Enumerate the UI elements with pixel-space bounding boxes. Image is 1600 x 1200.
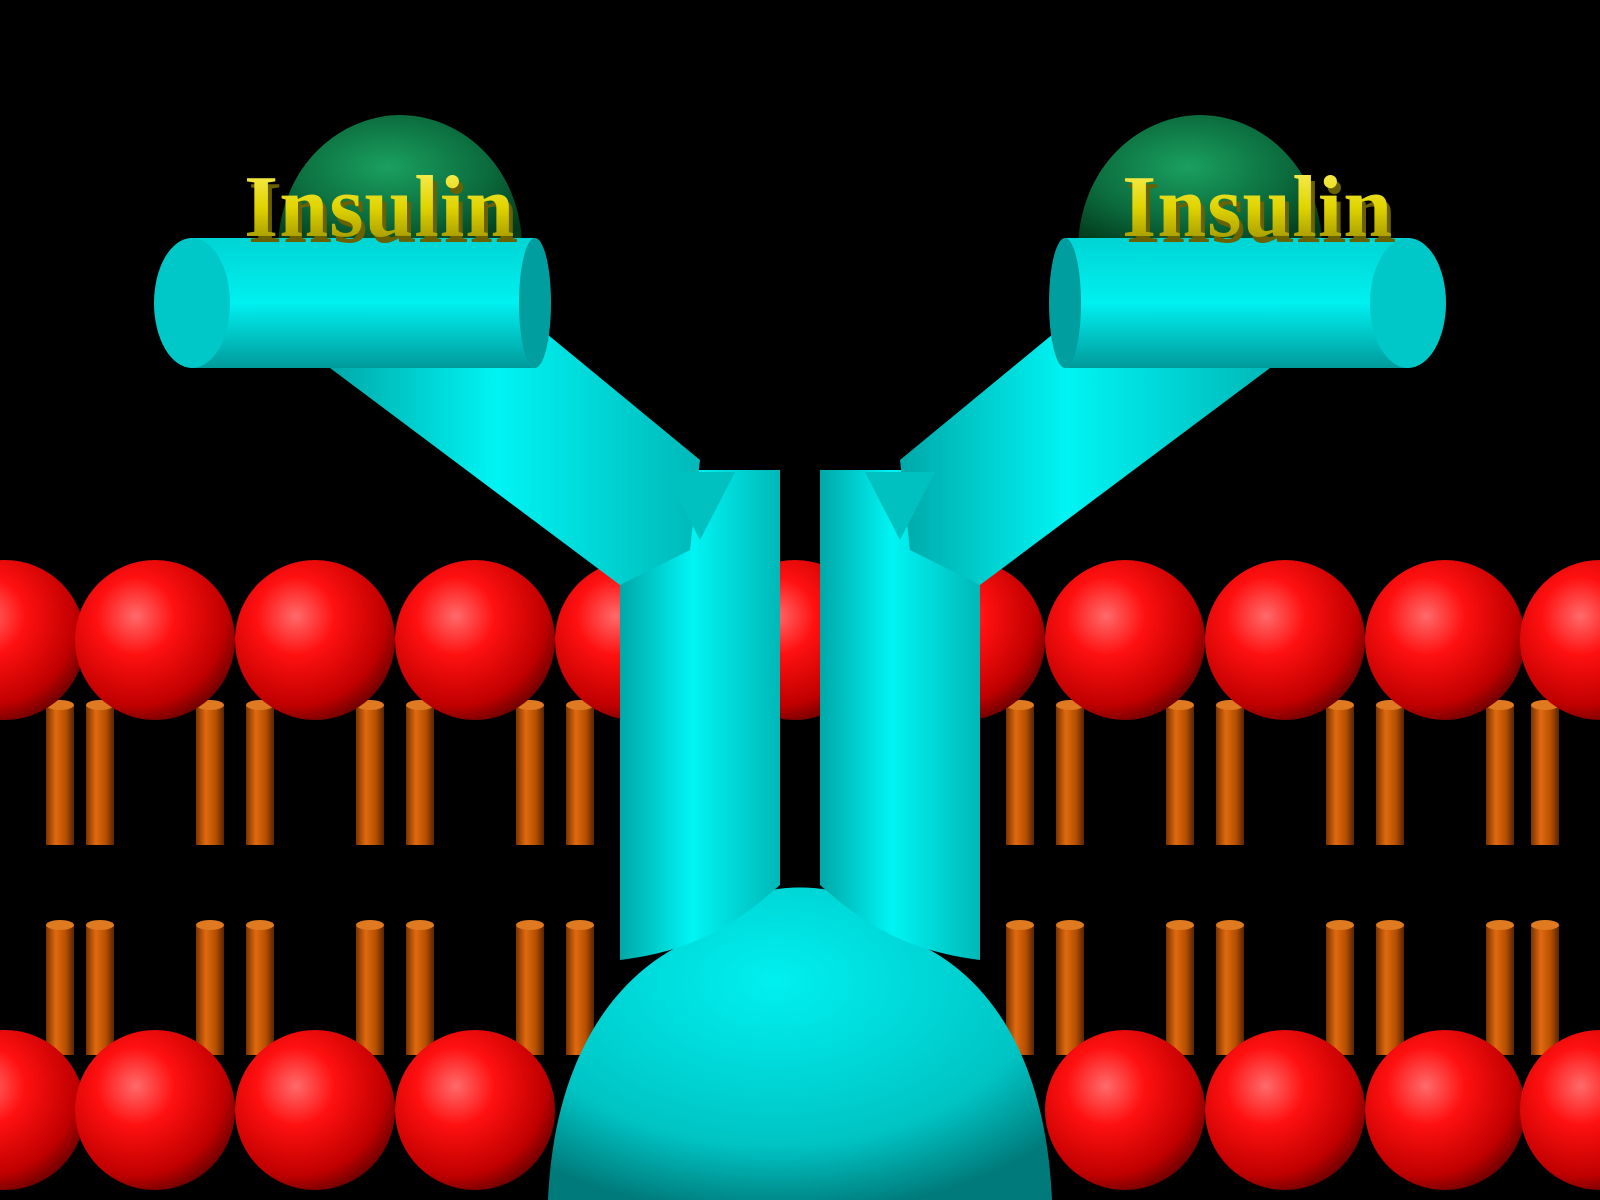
lipid-tail-lower-9-1-cap xyxy=(1486,920,1514,930)
lipid-head-upper-9 xyxy=(1365,560,1525,720)
lipid-tail-lower-6-1-cap xyxy=(1006,920,1034,930)
lipid-head-lower-7 xyxy=(1045,1030,1205,1190)
lipid-tail-lower-4-0-cap xyxy=(566,920,594,930)
lipid-tails xyxy=(46,700,1559,1055)
lipid-tail-lower-0-1 xyxy=(46,925,74,1055)
lipid-head-lower-10 xyxy=(1520,1030,1600,1190)
insulin-label-left: Insulin xyxy=(248,165,519,262)
lipid-head-upper-3 xyxy=(395,560,555,720)
lipid-tail-upper-0-1 xyxy=(46,705,74,845)
receptor-left-binding-bar xyxy=(154,238,551,368)
lipid-tail-lower-2-0-cap xyxy=(246,920,274,930)
lipid-tail-lower-1-0-cap xyxy=(86,920,114,930)
lipid-head-lower-9 xyxy=(1365,1030,1525,1190)
lipid-tail-upper-9-1 xyxy=(1486,705,1514,845)
insulin-receptor xyxy=(330,320,1270,1200)
lipid-tail-lower-7-0-cap xyxy=(1056,920,1084,930)
insulin-label-right: Insulin xyxy=(1126,165,1397,262)
lipid-head-lower-0 xyxy=(0,1030,85,1190)
receptor-right-column xyxy=(820,470,980,960)
lipid-tail-lower-8-0 xyxy=(1216,925,1244,1055)
insulin-label-right-face: Insulin xyxy=(1122,159,1393,256)
lipid-tail-upper-1-1 xyxy=(196,705,224,845)
receptor-joint-right xyxy=(865,472,935,540)
lipid-tail-lower-10-0-cap xyxy=(1531,920,1559,930)
lipid-tail-lower-3-0-cap xyxy=(406,920,434,930)
lipid-tail-lower-3-1 xyxy=(516,925,544,1055)
lipid-tail-upper-4-0 xyxy=(566,705,594,845)
lipid-tail-lower-1-1-cap xyxy=(196,920,224,930)
receptor-right-arm xyxy=(900,320,1270,585)
insulin-left xyxy=(278,115,522,245)
lipid-heads-lower xyxy=(0,1030,1600,1190)
lipid-head-upper-2 xyxy=(235,560,395,720)
lipid-tail-lower-7-0 xyxy=(1056,925,1084,1055)
lipid-head-upper-10 xyxy=(1520,560,1600,720)
lipid-tail-lower-4-0 xyxy=(566,925,594,1055)
insulin-sphere-right xyxy=(1078,115,1322,245)
lipid-tail-upper-3-1 xyxy=(516,705,544,845)
insulin-sphere-left xyxy=(278,115,522,245)
receptor-base xyxy=(548,887,1052,1200)
lipid-tail-lower-10-0 xyxy=(1531,925,1559,1055)
lipid-tail-upper-7-1 xyxy=(1166,705,1194,845)
lipid-tail-upper-8-0 xyxy=(1216,705,1244,845)
lipid-head-lower-1 xyxy=(75,1030,235,1190)
lipid-tail-lower-8-1 xyxy=(1326,925,1354,1055)
insulin-label-left-face: Insulin xyxy=(244,159,515,256)
lipid-tail-upper-8-1 xyxy=(1326,705,1354,845)
insulin-right xyxy=(1078,115,1322,245)
lipid-tail-lower-9-1 xyxy=(1486,925,1514,1055)
lipid-head-lower-8 xyxy=(1205,1030,1365,1190)
lipid-tail-upper-1-0 xyxy=(86,705,114,845)
lipid-tail-upper-3-0 xyxy=(406,705,434,845)
lipid-tail-lower-7-1-cap xyxy=(1166,920,1194,930)
lipid-tail-lower-1-0 xyxy=(86,925,114,1055)
lipid-tail-upper-7-0 xyxy=(1056,705,1084,845)
lipid-tail-upper-9-0 xyxy=(1376,705,1404,845)
lipid-tail-lower-0-1-cap xyxy=(46,920,74,930)
lipid-head-upper-8 xyxy=(1205,560,1365,720)
receptor-left-arm xyxy=(330,320,700,585)
lipid-tail-lower-8-0-cap xyxy=(1216,920,1244,930)
lipid-tail-upper-10-0 xyxy=(1531,705,1559,845)
lipid-tail-lower-9-0-cap xyxy=(1376,920,1404,930)
lipid-head-lower-2 xyxy=(235,1030,395,1190)
lipid-tail-lower-2-0 xyxy=(246,925,274,1055)
lipid-head-upper-1 xyxy=(75,560,235,720)
lipid-tail-lower-7-1 xyxy=(1166,925,1194,1055)
receptor-left-column xyxy=(620,470,780,960)
lipid-tail-upper-2-0 xyxy=(246,705,274,845)
lipid-tail-lower-3-0 xyxy=(406,925,434,1055)
lipid-head-lower-3 xyxy=(395,1030,555,1190)
lipid-head-upper-0 xyxy=(0,560,85,720)
lipid-tail-lower-1-1 xyxy=(196,925,224,1055)
lipid-head-upper-7 xyxy=(1045,560,1205,720)
lipid-tail-lower-2-1-cap xyxy=(356,920,384,930)
lipid-tail-lower-3-1-cap xyxy=(516,920,544,930)
receptor-right-binding-bar xyxy=(1049,238,1446,368)
lipid-tail-upper-6-1 xyxy=(1006,705,1034,845)
lipid-tail-lower-8-1-cap xyxy=(1326,920,1354,930)
receptor-joint-left xyxy=(665,472,735,540)
lipid-tail-lower-2-1 xyxy=(356,925,384,1055)
lipid-tail-upper-2-1 xyxy=(356,705,384,845)
lipid-tail-lower-9-0 xyxy=(1376,925,1404,1055)
